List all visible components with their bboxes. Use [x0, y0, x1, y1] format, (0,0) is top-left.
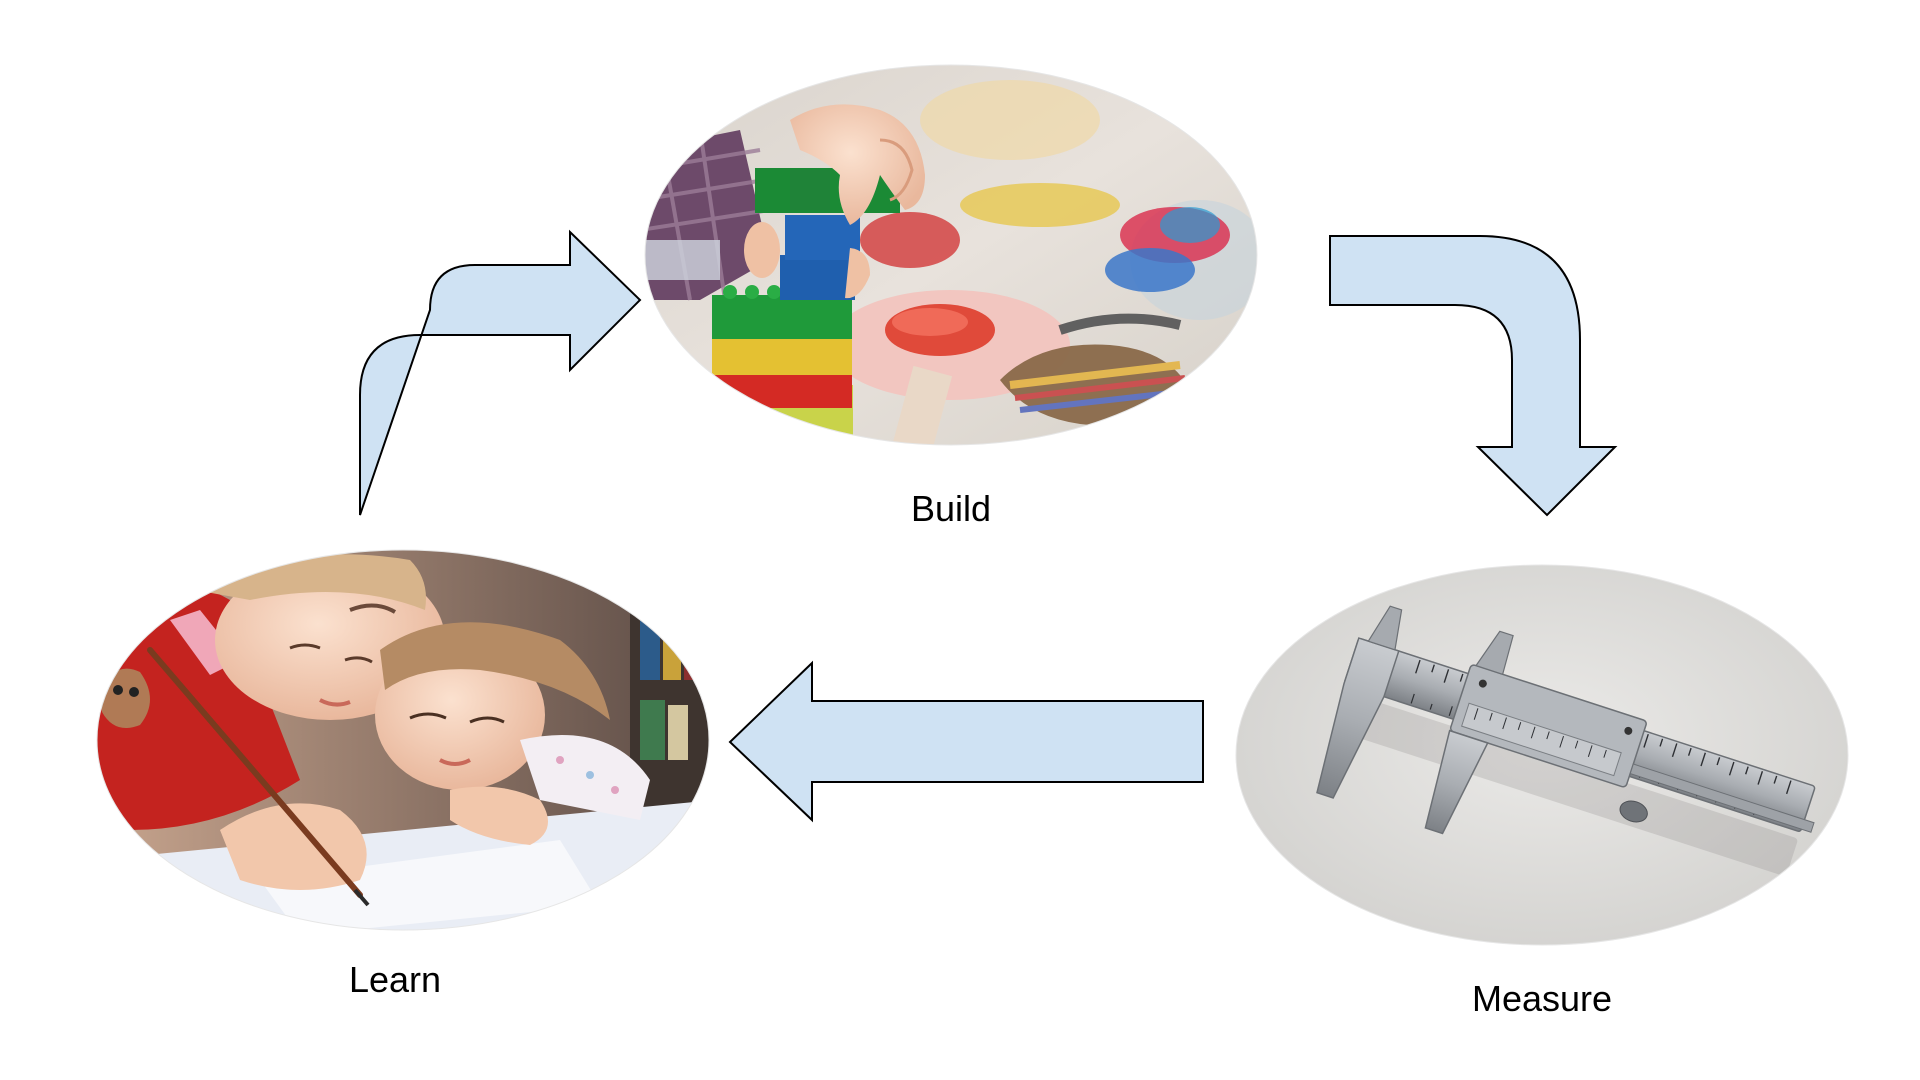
measure-label: Measure — [1471, 978, 1613, 1019]
arrow-measure-to-learn — [728, 660, 1204, 823]
photo-frames — [96, 64, 1849, 946]
arrow-learn-to-build — [359, 229, 642, 516]
learn-photo — [97, 550, 709, 930]
arrow-build-to-measure — [1329, 235, 1618, 517]
build-label: Build — [910, 488, 992, 529]
learn-label: Learn — [348, 959, 442, 1000]
measure-photo — [1236, 565, 1848, 945]
build-photo — [645, 65, 1257, 445]
